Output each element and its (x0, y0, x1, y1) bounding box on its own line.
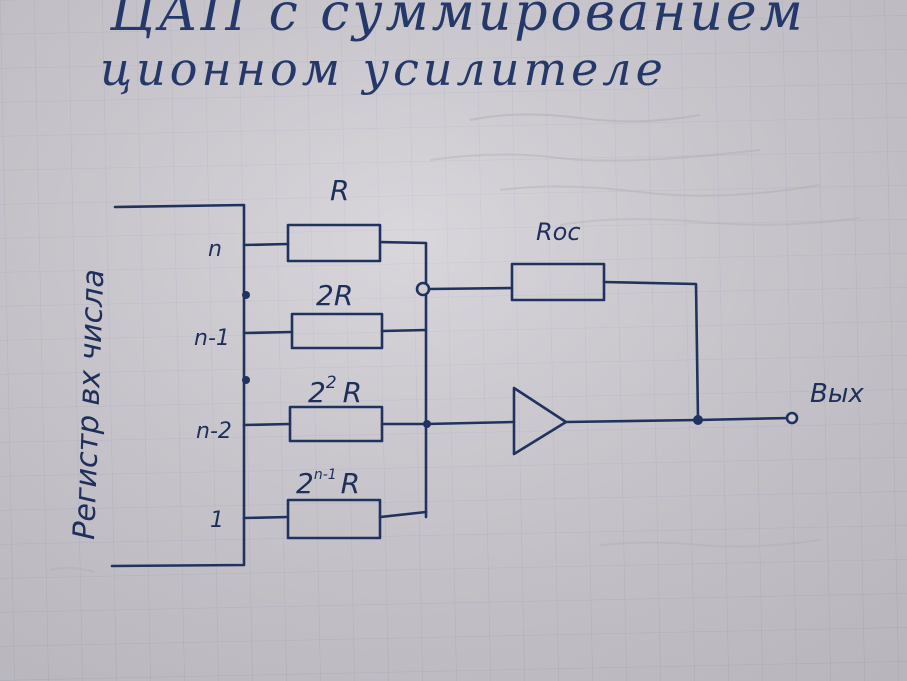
title-line-2: ционном усилителе (100, 42, 667, 96)
wire (378, 510, 428, 519)
feedback-resistor-label: Rос (536, 218, 581, 246)
opamp-triangle (512, 386, 568, 456)
wire (380, 328, 428, 333)
bit-label-n-1: n-1 (194, 326, 230, 351)
wire (242, 242, 290, 247)
bit-label-n-2: n-2 (196, 419, 232, 444)
title-line-1: ЦАП с суммированием (109, 0, 806, 43)
bit-label-n: n (208, 237, 222, 262)
output-label: Вых (810, 379, 864, 409)
resistor-2n-1r-base: 2 (296, 467, 314, 500)
wire (242, 422, 292, 427)
junction-dot (242, 291, 250, 299)
output-terminal (785, 411, 799, 425)
resistor-4r-base: 2 (308, 376, 326, 409)
wire (242, 515, 290, 520)
bleed-through-marks (49, 113, 861, 573)
resistor-2n-1r (286, 498, 382, 540)
resistor-2r-label: 2R (316, 279, 353, 312)
resistor-4r-suffix: R (343, 376, 362, 409)
resistor-2n-1r-exponent: n-1 (314, 467, 337, 483)
output-junction (693, 415, 703, 425)
wire (427, 286, 514, 291)
feedback-wire (602, 280, 700, 422)
resistor-4r-exponent: 2 (326, 373, 337, 393)
resistor-2n-1r-suffix: R (341, 467, 360, 500)
bit-label-1: 1 (210, 508, 224, 533)
resistor-r-label: R (330, 174, 349, 207)
junction-dot (242, 376, 250, 384)
summing-node (415, 281, 431, 297)
wire (424, 420, 516, 426)
wire (242, 330, 294, 335)
register-box (110, 203, 246, 568)
